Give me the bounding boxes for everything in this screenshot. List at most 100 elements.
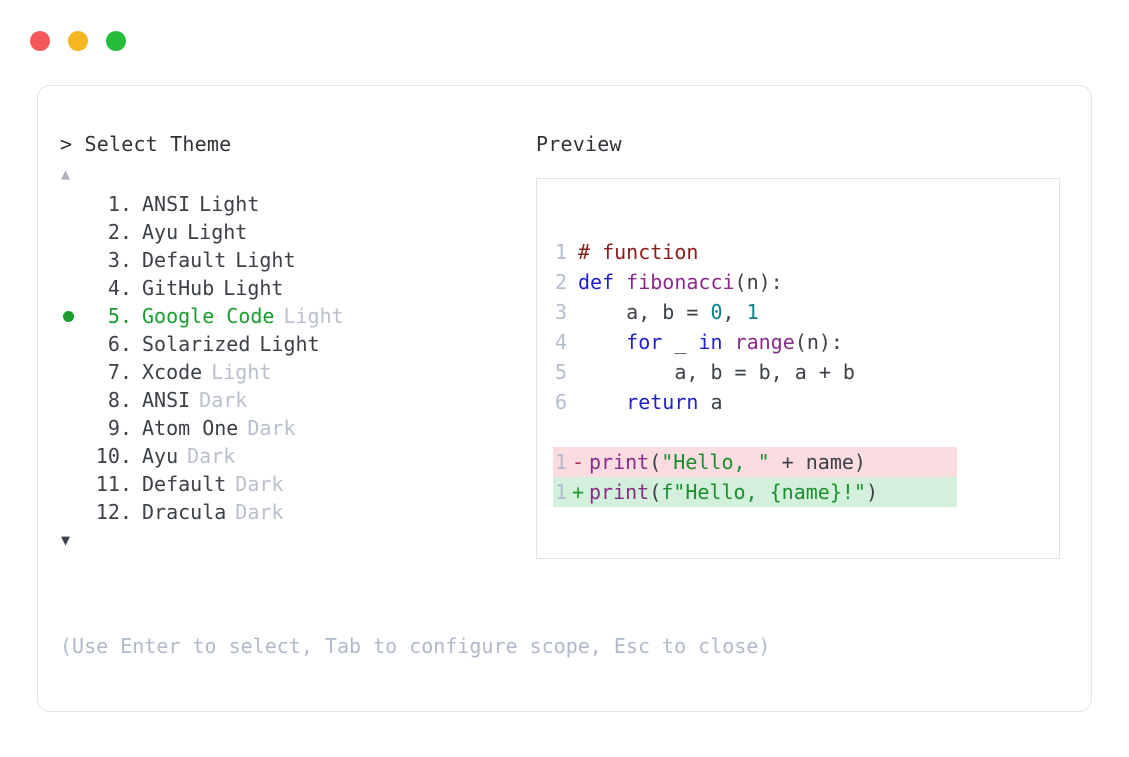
theme-item-index: 8.: [107, 388, 132, 412]
theme-item-name: Google Code: [142, 304, 275, 328]
code-line: 6 return a: [553, 387, 957, 417]
theme-list-item[interactable]: 2. Ayu Light: [60, 218, 520, 246]
theme-item-index: 1.: [107, 192, 132, 216]
code-token: range: [734, 330, 795, 354]
code-token: a, b =: [578, 300, 711, 324]
code-line-number: 1: [554, 240, 567, 264]
theme-item-variant: Dark: [235, 500, 284, 524]
theme-item-variant: Light: [283, 304, 344, 328]
code-blank-line: [553, 417, 957, 447]
code-token: ,: [722, 300, 747, 324]
code-token: [578, 390, 626, 414]
theme-item-variant: Light: [223, 276, 284, 300]
theme-item-index: 12.: [95, 500, 132, 524]
diff-sign: -: [571, 450, 585, 474]
theme-item-variant: Light: [259, 332, 320, 356]
selection-bullet-slot: [60, 498, 86, 526]
selection-bullet-slot: [60, 442, 86, 470]
code-token: print: [589, 450, 650, 474]
theme-item-variant: Light: [235, 248, 296, 272]
theme-item-variant: Dark: [247, 416, 296, 440]
window-titlebar: [30, 30, 230, 52]
code-token: ): [865, 480, 879, 504]
theme-item-index: 11.: [95, 472, 132, 496]
scroll-up-icon[interactable]: ▲: [61, 165, 71, 183]
code-token: return: [626, 390, 699, 414]
code-line-number: 6: [554, 390, 567, 414]
code-token: a: [698, 390, 723, 414]
theme-item-index: 2.: [107, 220, 132, 244]
code-line: 3 a, b = 0, 1: [553, 297, 957, 327]
diff-line-number: 1: [554, 480, 567, 504]
maximize-dot[interactable]: [106, 31, 126, 51]
preview-panel-header: Preview: [536, 130, 1066, 158]
selection-bullet-slot: [60, 330, 86, 358]
theme-item-name: Solarized: [142, 332, 251, 356]
code-line-text: return a: [567, 387, 723, 417]
theme-item-variant: Light: [199, 192, 260, 216]
code-line-number: 4: [554, 330, 567, 354]
code-token: 0: [710, 300, 723, 324]
code-token: [578, 330, 626, 354]
theme-item-index: 5.: [107, 304, 132, 328]
code-line: 5 a, b = b, a + b: [553, 357, 957, 387]
theme-item-variant: Dark: [235, 472, 284, 496]
theme-item-name: ANSI: [142, 192, 191, 216]
page-title: > Select Theme: [60, 132, 232, 156]
diff-line-number: 1: [554, 450, 567, 474]
code-line-text: def fibonacci(n):: [567, 267, 783, 297]
code-token: 1: [746, 300, 759, 324]
theme-item-variant: Light: [211, 360, 272, 384]
selection-bullet-slot: [60, 190, 86, 218]
theme-list-item[interactable]: 5. Google Code Light: [60, 302, 520, 330]
theme-list-item[interactable]: 11. Default Dark: [60, 470, 520, 498]
code-token: def: [578, 270, 627, 294]
theme-item-index: 7.: [107, 360, 132, 384]
theme-item-index: 3.: [107, 248, 132, 272]
theme-item-index: 4.: [107, 276, 132, 300]
theme-item-variant: Light: [187, 220, 248, 244]
diff-line-added: 1+print(f"Hello, {name}!"): [553, 477, 957, 507]
minimize-dot[interactable]: [68, 31, 88, 51]
code-token: "Hello, ": [661, 450, 770, 474]
code-token: (n):: [794, 330, 843, 354]
theme-item-name: Dracula: [142, 500, 227, 524]
theme-item-name: ANSI: [142, 388, 191, 412]
code-line-text: a, b = 0, 1: [567, 297, 759, 327]
theme-list-item[interactable]: 12. Dracula Dark: [60, 498, 520, 526]
theme-item-name: Default: [142, 472, 227, 496]
theme-item-index: 10.: [95, 444, 132, 468]
keyboard-hint: (Use Enter to select, Tab to configure s…: [60, 634, 771, 658]
code-token: fibonacci: [626, 270, 735, 294]
selection-bullet-slot: [60, 414, 86, 442]
code-token: print: [589, 480, 650, 504]
close-dot[interactable]: [30, 31, 50, 51]
selection-bullet-slot: [60, 470, 86, 498]
code-line-number: 3: [554, 300, 567, 324]
code-token: + name): [769, 450, 866, 474]
diff-sign: +: [571, 480, 585, 504]
selection-bullet-slot: [60, 274, 86, 302]
theme-list-item[interactable]: 1. ANSI Light: [60, 190, 520, 218]
code-line-number: 5: [554, 360, 567, 384]
selection-bullet-slot: [60, 302, 86, 330]
theme-item-variant: Dark: [199, 388, 248, 412]
selection-bullet-slot: [60, 218, 86, 246]
code-token: (: [649, 480, 662, 504]
theme-list-item[interactable]: 8. ANSI Dark: [60, 386, 520, 414]
theme-item-name: Ayu: [142, 220, 179, 244]
code-line: 4 for _ in range(n):: [553, 327, 957, 357]
scroll-down-icon[interactable]: ▼: [61, 531, 71, 549]
code-token: _: [662, 330, 699, 354]
